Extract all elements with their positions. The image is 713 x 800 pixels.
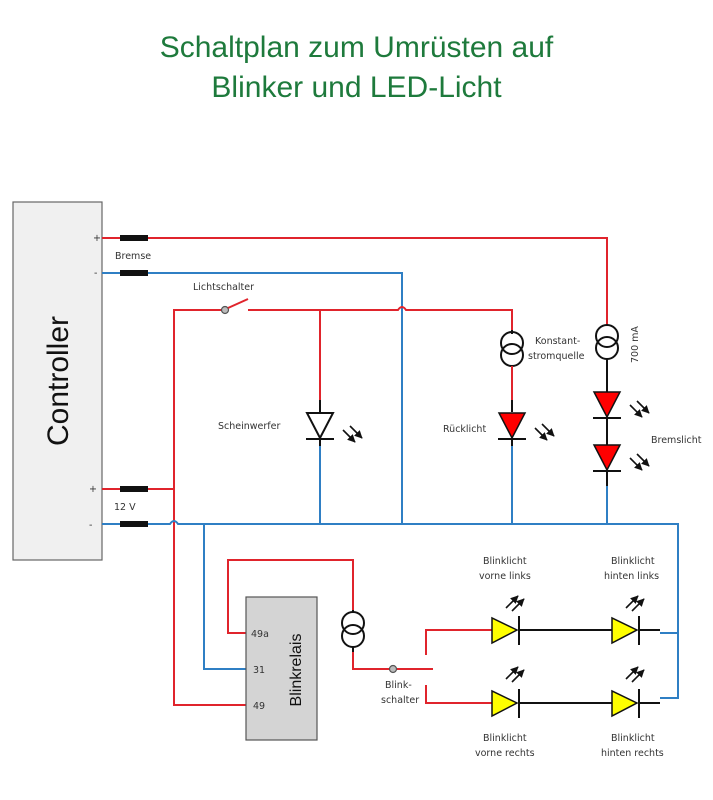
ccs-label-line1: Konstant- bbox=[535, 336, 580, 347]
light-switch-lever bbox=[227, 298, 249, 309]
ccs-circle-top bbox=[341, 611, 365, 635]
controller-label: Controller bbox=[42, 316, 75, 446]
taillight-current-source: Konstant- stromquelle bbox=[500, 330, 585, 367]
blinker-diode-symbol bbox=[611, 616, 639, 645]
relay-pin-49a: 49a bbox=[251, 629, 269, 640]
brake-led-1 bbox=[592, 391, 650, 445]
controller-box bbox=[12, 201, 103, 561]
ccs-label-line2: stromquelle bbox=[528, 351, 585, 362]
blinker-rear-right: Blinklicht hinten rechts bbox=[601, 666, 664, 759]
brake-diode-symbol bbox=[592, 444, 622, 472]
light-emission-arrow bbox=[636, 453, 650, 467]
light-switch-feed-wire bbox=[173, 309, 222, 490]
brake-connector-minus bbox=[120, 270, 148, 276]
power-connector-label: 12 V bbox=[114, 502, 136, 513]
blinker-current-source bbox=[341, 610, 365, 652]
ccs-circle-top bbox=[500, 331, 524, 355]
ccs-rating-label: 700 mA bbox=[630, 326, 641, 363]
light-emission-arrow bbox=[631, 669, 645, 683]
brake-current-source: 700 mA bbox=[595, 324, 641, 392]
brake-plus-wire bbox=[102, 237, 608, 325]
brake-minus-wire bbox=[102, 272, 403, 524]
blinker-front-right-label-2: vorne rechts bbox=[475, 748, 535, 759]
brake-connector-label: Bremse bbox=[115, 251, 151, 262]
power-connector-plus bbox=[120, 486, 148, 492]
ccs-to-switch-wire bbox=[352, 647, 390, 670]
headlight-label: Scheinwerfer bbox=[218, 421, 280, 432]
light-switch-out-wire bbox=[248, 306, 513, 330]
brake-diode-symbol bbox=[592, 391, 622, 419]
terminal-brake-minus: - bbox=[94, 268, 97, 279]
taillight-led: Rücklicht bbox=[443, 400, 555, 446]
blinker-front-left-label-1: Blinklicht bbox=[483, 556, 527, 567]
ccs-circle-bottom bbox=[341, 624, 365, 648]
blinker-rear-left-label-2: hinten links bbox=[604, 571, 659, 582]
blinker-diode-symbol bbox=[611, 689, 639, 718]
light-emission-arrow bbox=[511, 598, 525, 612]
headlight-diode-symbol bbox=[305, 412, 335, 441]
turn-left-wire bbox=[425, 629, 492, 655]
turn-switch-label-line2: schalter bbox=[381, 695, 419, 706]
headlight-led: Scheinwerfer bbox=[218, 400, 363, 446]
light-switch-pivot bbox=[220, 305, 230, 315]
terminal-power-minus: - bbox=[89, 520, 92, 531]
blinker-diode-symbol bbox=[491, 689, 519, 718]
taillight-label: Rücklicht bbox=[443, 424, 486, 435]
relay-pin-49: 49 bbox=[253, 701, 265, 712]
light-emission-arrow bbox=[631, 598, 645, 612]
turn-switch-label-line1: Blink- bbox=[385, 680, 412, 691]
light-emission-arrow bbox=[629, 404, 643, 418]
blinker-front-right-label-1: Blinklicht bbox=[483, 733, 527, 744]
blinker-front-left: Blinklicht vorne links bbox=[479, 556, 531, 645]
taillight-diode-symbol bbox=[497, 412, 527, 440]
turn-right-wire bbox=[425, 685, 492, 704]
blinker-rear-right-label-2: hinten rechts bbox=[601, 748, 664, 759]
light-emission-arrow bbox=[511, 669, 525, 683]
relay-label: Blinkrelais bbox=[288, 634, 305, 707]
relay-pin-31: 31 bbox=[253, 665, 265, 676]
light-emission-arrow bbox=[625, 595, 639, 609]
ccs-circle-top bbox=[595, 324, 619, 348]
blink-relay: Blinkrelais 49a 31 49 bbox=[245, 596, 318, 741]
blinker-rear-left-label-1: Blinklicht bbox=[611, 556, 655, 567]
diagram-title: Schaltplan zum Umrüsten auf Blinker und … bbox=[0, 28, 713, 108]
light-emission-arrow bbox=[349, 425, 363, 439]
terminal-brake-plus: + bbox=[93, 233, 101, 244]
relay-box bbox=[245, 596, 318, 741]
light-switch-label: Lichtschalter bbox=[193, 282, 254, 293]
blinker-rear-left: Blinklicht hinten links bbox=[604, 556, 659, 645]
blinker-front-left-label-2: vorne links bbox=[479, 571, 531, 582]
terminal-power-plus: + bbox=[89, 484, 97, 495]
turn-signal-switch[interactable]: Blink- schalter bbox=[381, 664, 419, 707]
turn-switch-pivot bbox=[388, 664, 398, 674]
relay-49a-wire bbox=[227, 559, 354, 634]
power-connector-minus bbox=[120, 521, 148, 527]
light-emission-arrow bbox=[505, 666, 519, 680]
light-emission-arrow bbox=[342, 429, 356, 443]
light-emission-arrow bbox=[629, 457, 643, 471]
brake-led-2 bbox=[592, 444, 650, 486]
title-line-2: Blinker und LED-Licht bbox=[211, 71, 502, 104]
blinker-diode-symbol bbox=[491, 616, 519, 645]
blinker-rear-right-label-1: Blinklicht bbox=[611, 733, 655, 744]
brake-connector-plus bbox=[120, 235, 148, 241]
relay-31-wire bbox=[203, 524, 250, 670]
brakelight-label: Bremslicht bbox=[651, 435, 702, 446]
title-line-1: Schaltplan zum Umrüsten auf bbox=[159, 31, 554, 64]
light-switch[interactable]: Lichtschalter bbox=[193, 282, 254, 315]
relay-49-wire bbox=[173, 489, 250, 706]
light-emission-arrow bbox=[505, 595, 519, 609]
controller: Controller + - + - bbox=[12, 201, 103, 561]
light-emission-arrow bbox=[541, 423, 555, 437]
light-emission-arrow bbox=[534, 427, 548, 441]
blinker-front-right: Blinklicht vorne rechts bbox=[475, 666, 535, 759]
light-emission-arrow bbox=[625, 666, 639, 680]
light-emission-arrow bbox=[636, 400, 650, 414]
